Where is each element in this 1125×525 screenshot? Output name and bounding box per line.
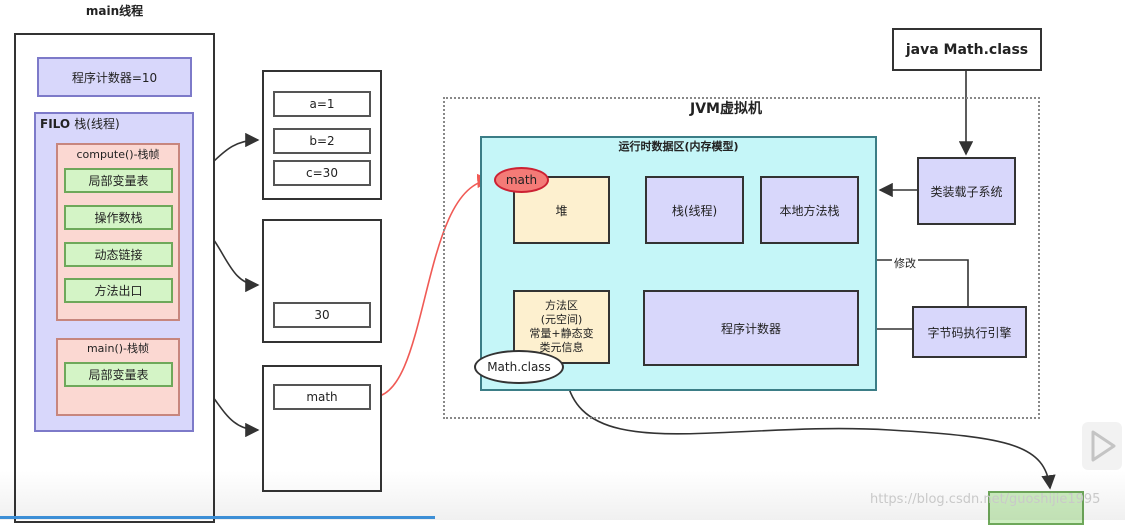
java-command-box: java Math.class (892, 28, 1042, 71)
variable-b-cell: b=2 (273, 128, 371, 154)
method-area-line: (元空间) (540, 313, 583, 326)
bottom-green-box (988, 491, 1084, 525)
method-area-line: 常量+静态变 (529, 327, 594, 340)
method-area-line: 方法区 (545, 299, 578, 312)
video-progress-bar[interactable] (0, 516, 435, 519)
watermark-text: https://blog.csdn.net/guoshijie1995 (870, 492, 1101, 507)
jvm-boundary (443, 97, 1040, 419)
bytecode-execution-engine: 字节码执行引擎 (912, 306, 1027, 358)
program-counter-value: 程序计数器=10 (37, 57, 192, 97)
main-thread-title: main线程 (85, 4, 144, 18)
compute-dynamic-linking: 动态链接 (64, 242, 173, 267)
compute-frame-title: compute()-栈帧 (76, 148, 160, 161)
compute-operand-stack: 操作数栈 (64, 205, 173, 230)
jvm-title: JVM虚拟机 (690, 101, 762, 117)
method-area-line: 类元信息 (539, 341, 584, 354)
runtime-data-area-title: 运行时数据区(内存模型) (618, 140, 739, 153)
compute-local-variables: 局部变量表 (64, 168, 173, 193)
operand-value-cell: 30 (273, 302, 371, 328)
stack-subtitle: 栈(线程) (74, 117, 120, 131)
compute-method-exit: 方法出口 (64, 278, 173, 303)
math-reference-connector (372, 173, 492, 398)
thread-stack-box: 栈(线程) (645, 176, 744, 244)
math-reference-cell: math (273, 384, 371, 410)
math-class-oval: Math.class (474, 350, 564, 384)
variable-c-cell: c=30 (273, 160, 371, 186)
stack-title: FILO 栈(线程) (40, 115, 120, 132)
class-to-bottom-connector (564, 369, 1056, 490)
play-icon[interactable] (1082, 422, 1122, 470)
class-loader-subsystem: 类装载子系统 (917, 157, 1016, 225)
program-counter-box: 程序计数器 (643, 290, 859, 366)
main-frame-title: main()-栈帧 (86, 342, 150, 355)
native-method-stack-box: 本地方法栈 (760, 176, 859, 244)
modify-label: 修改 (892, 255, 918, 271)
main-local-variables: 局部变量表 (64, 362, 173, 387)
variable-a-cell: a=1 (273, 91, 371, 117)
stack-filo-label: FILO (40, 117, 71, 131)
math-object-oval: math (494, 167, 549, 193)
